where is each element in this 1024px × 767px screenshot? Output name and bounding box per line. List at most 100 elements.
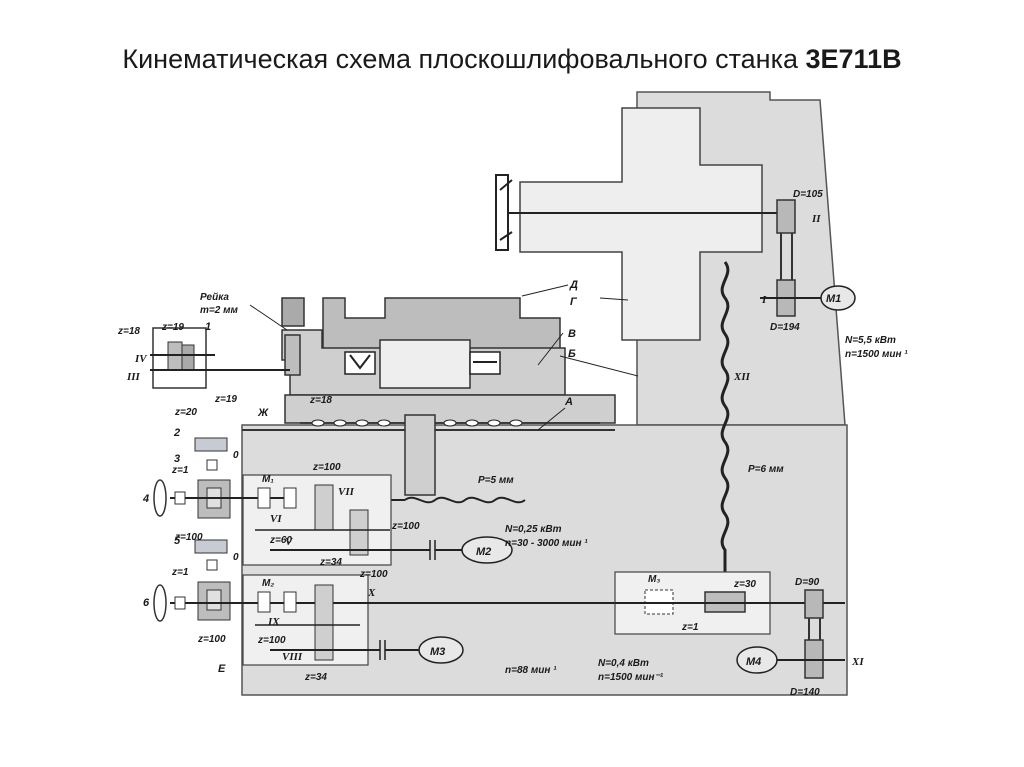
label-hw-5: 5 [174, 535, 181, 547]
label-D: Д [569, 279, 578, 291]
label-m1-speed: n=1500 мин ¹ [845, 349, 908, 360]
label-shaft-I: I [761, 294, 767, 306]
label-z100-e: z=100 [197, 634, 226, 645]
labels: Д Г В Б А Ж Е II I III IV V VI VII VIII … [117, 189, 908, 698]
hydraulic-cylinder [404, 414, 436, 496]
table-clamp [281, 297, 305, 327]
label-zero: 0 [233, 450, 239, 461]
label-A: А [564, 396, 573, 408]
label-shaft-V: V [285, 536, 294, 548]
label-m4-speed: n=1500 мин⁻¹ [598, 672, 664, 683]
label-rack-module: m=2 мм [200, 305, 238, 316]
label-m2-speed: n=30 - 3000 мин ¹ [505, 538, 588, 549]
label-m4-power: N=0,4 кВт [598, 658, 649, 669]
label-m3-speed: n=88 мин ¹ [505, 665, 557, 676]
label-Zh: Ж [257, 407, 269, 419]
label-hw-2: 2 [173, 427, 180, 439]
label-clutch-m2: М₂ [262, 578, 274, 589]
motor-m2 [429, 536, 513, 564]
handwheel-4 [153, 479, 186, 517]
label-z34-a: z=34 [319, 557, 342, 568]
label-z19-a: z=19 [161, 322, 184, 333]
label-shaft-VII: VII [338, 486, 355, 498]
rolling-guides [300, 419, 600, 427]
label-B: Б [568, 348, 576, 360]
label-d140: D=140 [790, 687, 820, 698]
title-main: Кинематическая схема плоскошлифовального… [122, 44, 806, 74]
feed-box-upper [170, 474, 430, 566]
label-z34-b: z=34 [304, 672, 327, 683]
label-m1-power: N=5,5 кВт [845, 335, 896, 346]
label-zero-2: 0 [233, 552, 239, 563]
label-z100-c: z=100 [174, 532, 203, 543]
belt-1 [780, 233, 793, 285]
label-G: Г [570, 296, 578, 308]
label-m1: М1 [826, 293, 841, 305]
label-z18-b: z=18 [309, 395, 332, 406]
gearbox-top-left [150, 327, 290, 389]
label-z30: z=30 [733, 579, 756, 590]
label-z60: z=60 [269, 535, 292, 546]
label-z100-f: z=100 [257, 635, 286, 646]
flat-guide-right [469, 351, 501, 375]
label-shaft-IV: IV [134, 353, 148, 365]
label-shaft-VI: VI [270, 513, 282, 525]
feed-box-lower [170, 574, 620, 666]
label-m3: М3 [430, 646, 445, 658]
label-d194: D=194 [770, 322, 800, 333]
handwheel-6 [153, 584, 186, 622]
label-shaft-VIII: VIII [282, 651, 303, 663]
label-z19-b: z=19 [214, 394, 237, 405]
label-shaft-II: II [811, 213, 821, 225]
title-model: 3Е711В [805, 44, 902, 74]
label-shaft-XII: XII [733, 371, 751, 383]
label-z100-d: z=100 [359, 569, 388, 580]
label-clutch-m1: М₁ [262, 474, 274, 485]
label-m2: М2 [476, 546, 491, 558]
grinding-wheel [495, 174, 513, 251]
pulley-d90 [804, 589, 824, 619]
label-p5: P=5 мм [478, 475, 514, 486]
label-m2-power: N=0,25 кВт [505, 524, 562, 535]
label-hw-6: 6 [143, 597, 150, 609]
label-hw-1: 1 [205, 321, 211, 333]
label-shaft-XI: XI [851, 656, 864, 668]
label-hw-4: 4 [142, 493, 149, 505]
label-z100-b: z=100 [391, 521, 420, 532]
label-V: В [568, 328, 576, 340]
rack [284, 334, 301, 376]
motor-m1 [820, 285, 856, 311]
pulley-d194 [760, 279, 823, 317]
leader-lines [249, 284, 639, 431]
label-clutch-m3: М₃ [648, 574, 660, 585]
label-d90: D=90 [795, 577, 820, 588]
pulley-d105 [776, 199, 796, 234]
prism-guide-left [344, 351, 376, 375]
pulley-d140 [775, 639, 845, 679]
motor-m3 [379, 636, 464, 664]
label-hw-3: 3 [174, 453, 180, 465]
motor-m4 [736, 646, 778, 674]
screw-xii [720, 261, 730, 575]
slide-title: Кинематическая схема плоскошлифовального… [0, 44, 1024, 75]
label-shaft-III: III [126, 371, 141, 383]
grinding-head [519, 107, 763, 341]
label-z100-a: z=100 [312, 462, 341, 473]
label-m4: М4 [746, 656, 761, 668]
label-shaft-X: X [367, 587, 376, 599]
handwheel-5 [194, 539, 228, 571]
bed-slide [284, 394, 616, 424]
label-E: Е [218, 663, 226, 675]
label-rack: Рейка [200, 292, 229, 303]
label-d105: D=105 [793, 189, 823, 200]
label-z1-b: z=1 [171, 567, 189, 578]
label-z1-a: z=1 [171, 465, 189, 476]
table-cavity [379, 339, 471, 389]
worm-box [614, 571, 845, 635]
label-shaft-IX: IX [267, 616, 280, 628]
label-z20: z=20 [174, 407, 197, 418]
label-p6: P=6 мм [748, 464, 784, 475]
handwheel-2 [194, 437, 228, 471]
label-z18-a: z=18 [117, 326, 140, 337]
